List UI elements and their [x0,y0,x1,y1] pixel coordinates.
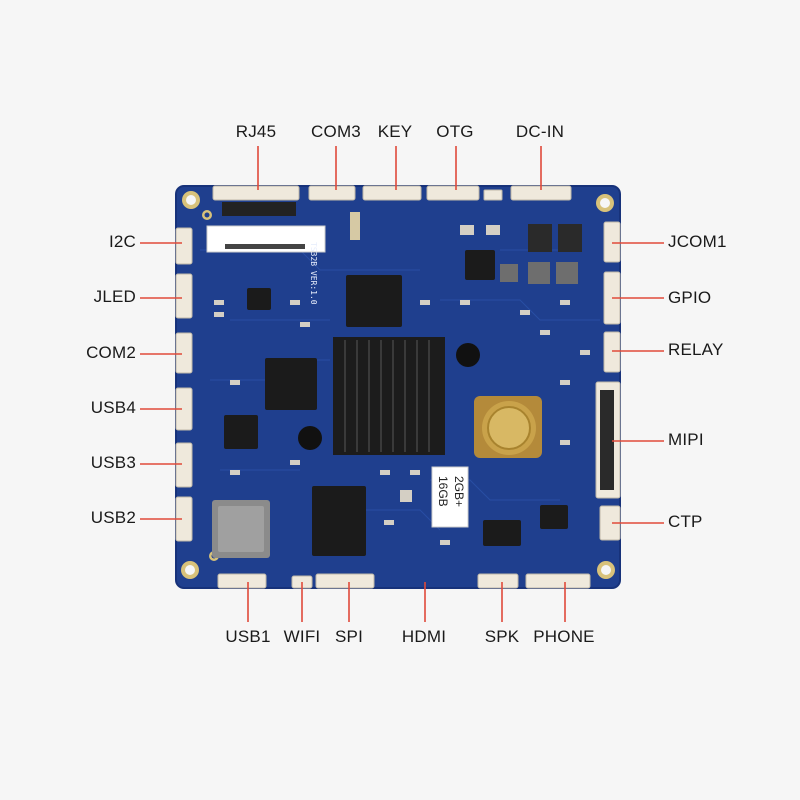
coin-battery [474,396,542,458]
label-spi: SPI [334,627,364,646]
smd-components [214,225,590,545]
memory-line1: 2GB+ [452,476,466,508]
mipi-slot [600,390,614,490]
label-ctp: CTP [668,512,703,531]
label-usb3: USB3 [90,453,136,472]
label-key: KEY [377,122,413,141]
left-connectors [175,227,193,542]
label-com3: COM3 [311,122,361,141]
power-inductors [500,224,582,284]
label-otg: OTG [436,122,474,141]
wifi-module [212,500,270,558]
chips [224,250,568,556]
label-dc-in: DC-IN [515,122,565,141]
label-rj45: RJ45 [235,122,277,141]
crystal [350,212,360,240]
label-gpio: GPIO [668,288,712,307]
label-usb2: USB2 [90,508,136,527]
memory-sticker [431,466,469,528]
label-jled: JLED [93,287,136,306]
label-usb4: USB4 [90,398,136,417]
bottom-connectors [217,573,591,589]
label-usb1: USB1 [225,627,271,646]
fpc-connector [222,202,296,216]
board-model-text: TS32B VER:1.0 [309,242,318,305]
label-jcom1: JCOM1 [668,232,727,251]
label-phone: PHONE [533,627,595,646]
label-hdmi: HDMI [401,627,447,646]
label-i2c: I2C [108,232,136,251]
label-mipi: MIPI [668,430,704,449]
label-relay: RELAY [668,340,724,359]
label-spk: SPK [484,627,520,646]
label-com2: COM2 [86,343,136,362]
heatsink [298,337,480,455]
top-connectors [212,185,572,201]
label-wifi: WIFI [283,627,321,646]
memory-line2: 16GB [436,476,450,507]
mounting-holes [181,191,615,579]
